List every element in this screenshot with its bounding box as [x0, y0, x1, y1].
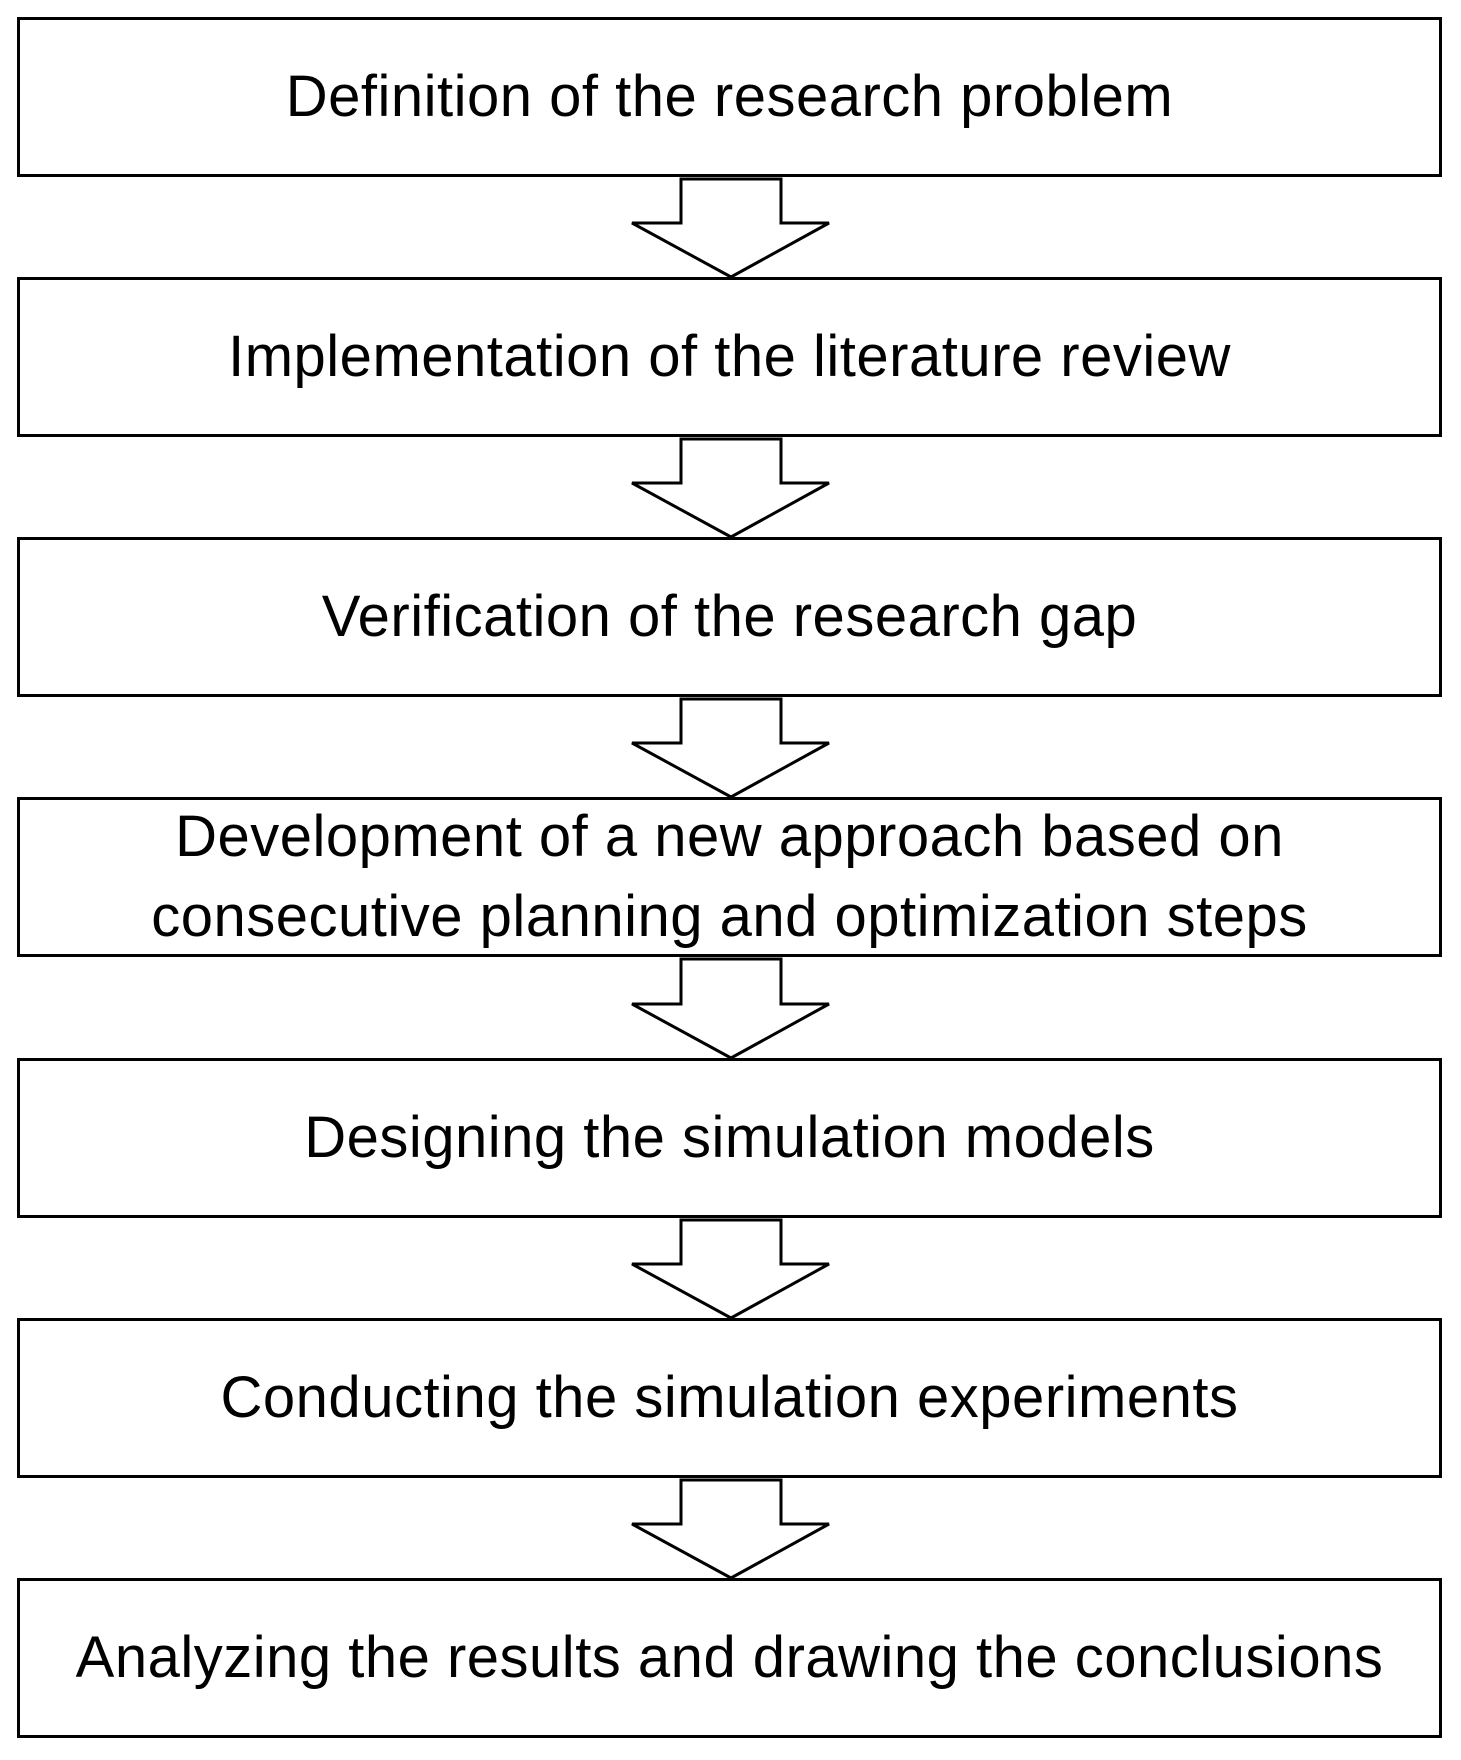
step-box-problem-definition: Definition of the research problem	[17, 17, 1442, 177]
step-box-research-gap: Verification of the research gap	[17, 537, 1442, 697]
down-arrow-icon	[631, 1478, 830, 1580]
step-label: Designing the simulation models	[304, 1105, 1155, 1170]
step-box-results-conclusions: Analyzing the results and drawing the co…	[17, 1578, 1442, 1738]
down-arrow-icon	[631, 177, 830, 279]
step-label: Verification of the research gap	[321, 584, 1138, 649]
down-arrow-icon	[631, 957, 830, 1060]
step-label: Analyzing the results and drawing the co…	[75, 1625, 1384, 1690]
step-label: Conducting the simulation experiments	[220, 1365, 1239, 1430]
step-label: Development of a new approach based on c…	[151, 804, 1308, 949]
down-arrow-icon	[631, 697, 830, 799]
step-label: Definition of the research problem	[285, 64, 1174, 129]
step-box-simulation-models: Designing the simulation models	[17, 1058, 1442, 1218]
down-arrow-icon	[631, 1218, 830, 1320]
down-arrow-icon	[631, 437, 830, 539]
step-label: Implementation of the literature review	[228, 324, 1231, 389]
step-box-new-approach: Development of a new approach based on c…	[17, 797, 1442, 957]
step-box-simulation-experiments: Conducting the simulation experiments	[17, 1318, 1442, 1478]
step-box-literature-review: Implementation of the literature review	[17, 277, 1442, 437]
